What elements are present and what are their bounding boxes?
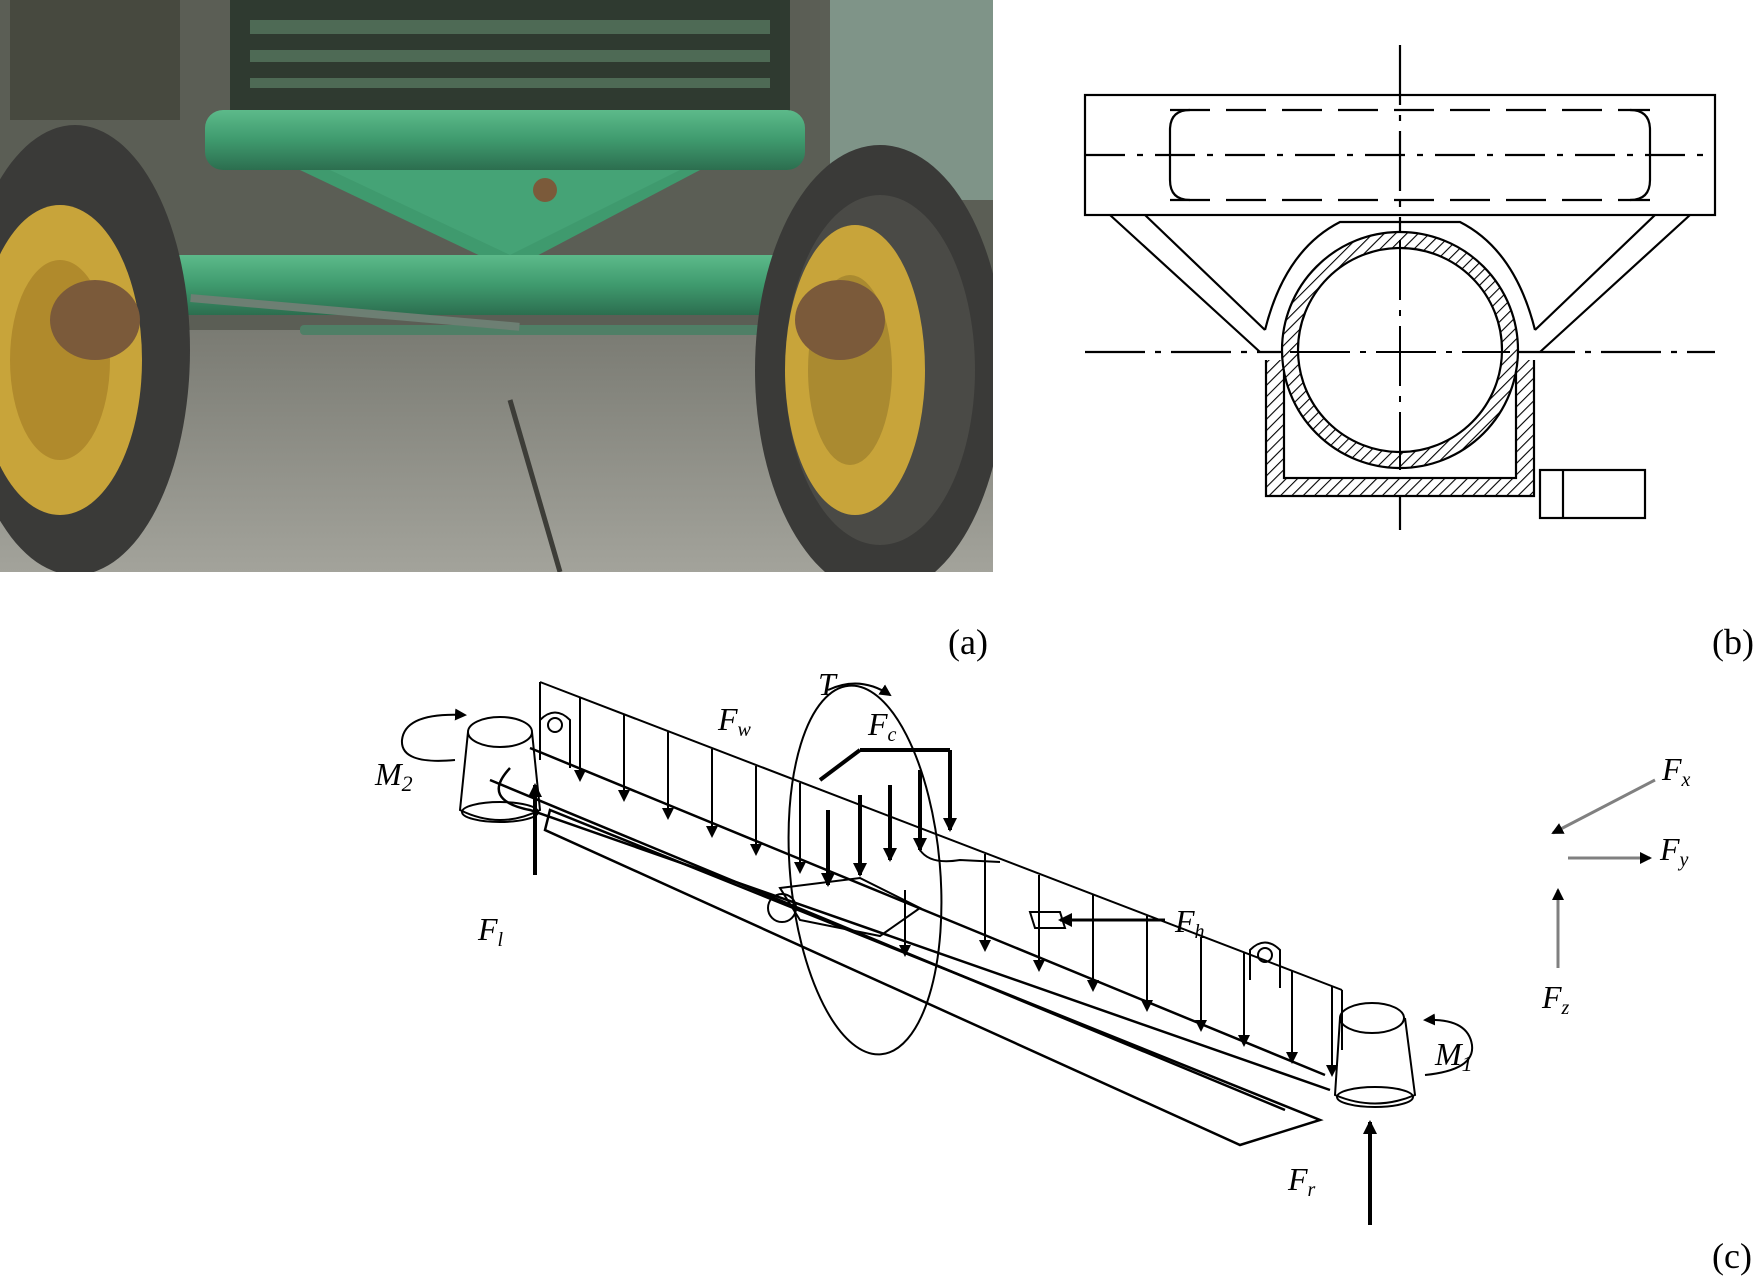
label-Fh: Fh: [1174, 903, 1205, 943]
label-Fy: Fy: [1659, 831, 1689, 871]
label-Fz: Fz: [1541, 979, 1570, 1019]
label-M2: M2: [374, 756, 413, 796]
m2-arrow: [400, 708, 467, 762]
label-M1: M1: [1434, 1036, 1473, 1076]
label-Fl: Fl: [477, 911, 504, 951]
coordinate-triad: [1551, 778, 1656, 968]
axle-photo: [0, 0, 993, 572]
axle-cross-section: [1040, 0, 1755, 585]
distributed-load-top-line: [539, 681, 1343, 991]
distributed-load-arrows: [574, 698, 1338, 1077]
label-Fr: Fr: [1287, 1161, 1316, 1201]
label-Fc: Fc: [867, 706, 897, 746]
free-body-diagram: T Fw Fc M2 M1 Fl Fr Fh Fx Fy Fz: [360, 650, 1755, 1257]
label-Fx: Fx: [1661, 751, 1691, 791]
caption-c: (c): [1712, 1236, 1752, 1276]
caption-a: (a): [948, 622, 988, 662]
cross-section-drawing: [1083, 45, 1717, 530]
m1-arrow: [1423, 1013, 1474, 1076]
axle-photo-illustration: [0, 0, 993, 572]
caption-b: (b): [1712, 622, 1754, 662]
label-T: T: [818, 666, 838, 702]
label-Fw: Fw: [717, 701, 752, 741]
free-body-drawing: T Fw Fc M2 M1 Fl Fr Fh Fx Fy Fz: [374, 666, 1691, 1225]
